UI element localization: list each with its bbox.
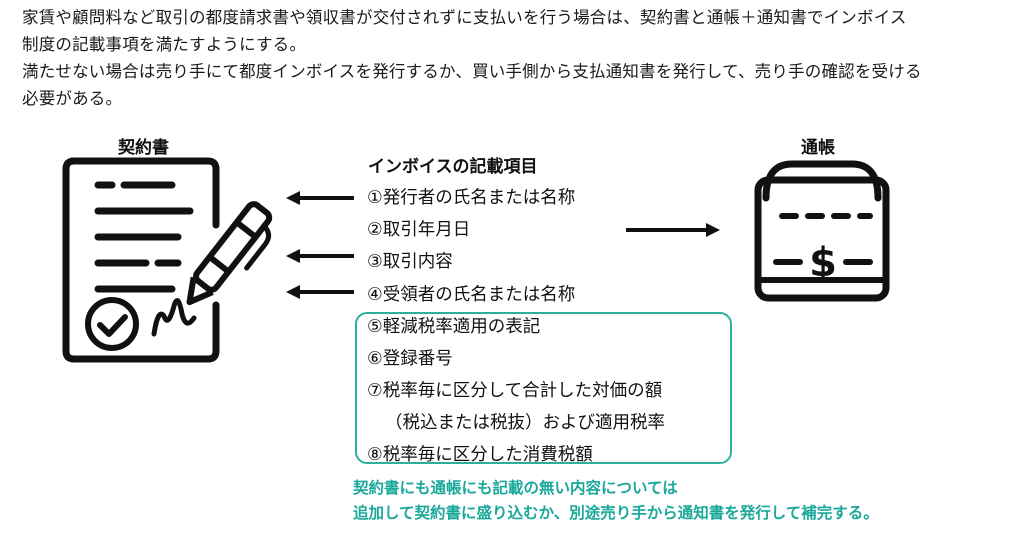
item-issuer-name: ①発行者の氏名または名称 [367,188,576,208]
item-total-by-rate-continued: （税込または税抜）および適用税率 [385,413,665,433]
arrow-left-icon [286,191,354,205]
intro-text: 家賃や顧問料など取引の都度請求書や領収書が交付されずに支払いを行う場合は、契約書… [22,4,1012,112]
item-consumption-tax: ⑧税率毎に区分した消費税額 [367,445,593,465]
item-transaction-date: ②取引年月日 [367,220,471,240]
intro-line-2: 制度の記載事項を満たすようにする。 [22,35,307,54]
item-reduced-rate-notation: ⑤軽減税率適用の表記 [367,317,541,337]
arrow-left-icon [286,285,354,299]
contract-document-icon [62,157,220,363]
intro-line-3: 満たせない場合は売り手にて都度インボイスを発行するか、買い手側から支払通知書を発… [22,62,922,81]
contract-label: 契約書 [118,138,169,158]
passbook-label: 通帳 [801,138,835,158]
pen-icon [151,201,273,337]
arrow-right-icon [626,223,720,237]
arrow-left-icon [286,249,354,263]
note-line-2: 追加して契約書に盛り込むか、別途売り手から通知書を発行して補完する。 [353,504,879,522]
item-recipient-name: ④受領者の氏名または名称 [367,285,576,305]
dollar-sign: $ [809,240,837,286]
intro-line-1: 家賃や顧問料など取引の都度請求書や領収書が交付されずに支払いを行う場合は、契約書… [22,8,907,27]
checkmark-seal-icon [85,297,139,351]
intro-line-4: 必要がある。 [22,89,123,108]
items-heading: インボイスの記載項目 [368,157,538,177]
item-total-by-rate: ⑦税率毎に区分して合計した対価の額 [367,381,663,401]
note-line-1: 契約書にも通帳にも記載の無い内容については [353,479,678,497]
item-transaction-content: ③取引内容 [367,252,453,272]
item-registration-number: ⑥登録番号 [367,349,453,369]
supplement-items-box [355,312,732,464]
passbook-icon: $ [754,160,890,302]
